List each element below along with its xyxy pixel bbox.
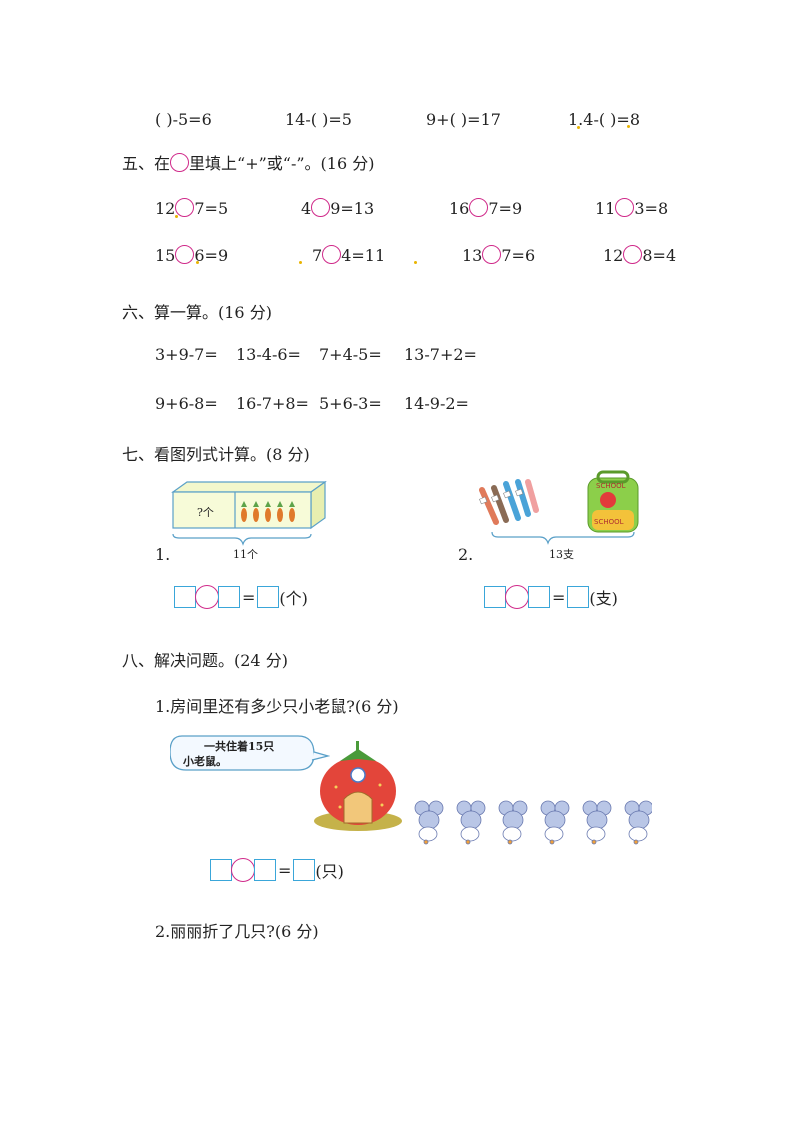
school-text-1: SCHOOL	[596, 482, 626, 490]
calc-item: 16-7+8=	[236, 394, 309, 413]
answer-box[interactable]	[528, 586, 550, 608]
circle-blank[interactable]	[322, 245, 342, 264]
crayons-bag-illustration: SCHOOL SCHOOL	[479, 470, 639, 545]
answer-box[interactable]	[254, 859, 276, 881]
section6-title: 六、算一算。(16 分)	[122, 303, 272, 322]
circle-blank[interactable]	[615, 198, 635, 217]
unit-label: (支)	[589, 589, 618, 608]
bubble-text-1: 一共住着15只	[204, 740, 275, 753]
yellow-dot	[196, 261, 199, 264]
carrot-box-illustration	[171, 480, 327, 546]
calc-item: 5+6-3=	[319, 394, 382, 413]
q2-total-label: 13支	[549, 548, 574, 561]
circle-blank[interactable]	[175, 198, 195, 217]
blank-eq-4: 1.4-( )=8	[568, 110, 641, 129]
operator-circle[interactable]	[195, 585, 219, 609]
strawberry-house-illustration	[314, 741, 402, 831]
yellow-dot	[414, 261, 417, 264]
circle-blank[interactable]	[175, 245, 195, 264]
calc-item: 14-9-2=	[404, 394, 469, 413]
q1-total-label: 11个	[233, 548, 258, 561]
circle-blank[interactable]	[482, 245, 502, 264]
yellow-dot	[577, 126, 580, 129]
calc-item: 3+9-7=	[155, 345, 218, 364]
blank-eq-2: 14-( )=5	[285, 110, 352, 129]
problem1-answer-row: = (只)	[210, 858, 344, 882]
calc-item: 13-4-6=	[236, 345, 301, 364]
answer-box[interactable]	[218, 586, 240, 608]
box-label: ?个	[197, 506, 214, 519]
problem-1: 1.房间里还有多少只小老鼠?(6 分)	[155, 697, 399, 716]
bubble-text-2: 小老鼠。	[183, 755, 227, 768]
operator-circle[interactable]	[231, 858, 255, 882]
q1-number: 1.	[155, 545, 171, 564]
yellow-dot	[627, 125, 630, 128]
q1-answer-row: = (个)	[174, 585, 308, 609]
answer-box[interactable]	[174, 586, 196, 608]
speech-bubble	[170, 735, 330, 771]
circle-icon	[170, 153, 190, 172]
calc-item: 13-7+2=	[404, 345, 477, 364]
unit-label: (只)	[315, 862, 344, 881]
blank-eq-3: 9+( )=17	[426, 110, 501, 129]
circle-blank[interactable]	[469, 198, 489, 217]
q2-answer-row: = (支)	[484, 585, 618, 609]
section7-title: 七、看图列式计算。(8 分)	[122, 445, 310, 464]
problem-2: 2.丽丽折了几只?(6 分)	[155, 922, 319, 941]
circle-blank[interactable]	[311, 198, 331, 217]
q2-number: 2.	[458, 545, 474, 564]
calc-item: 7+4-5=	[319, 345, 382, 364]
mice-illustration	[414, 800, 652, 845]
yellow-dot	[175, 215, 178, 218]
section5-title: 五、在里填上“+”或“-”。(16 分)	[122, 153, 375, 173]
answer-box[interactable]	[293, 859, 316, 881]
school-text-2: SCHOOL	[594, 518, 624, 526]
operator-circle[interactable]	[505, 585, 529, 609]
circle-blank[interactable]	[623, 245, 643, 264]
answer-box[interactable]	[210, 859, 232, 881]
blank-eq-1: ( )-5=6	[155, 110, 212, 129]
yellow-dot	[299, 261, 302, 264]
unit-label: (个)	[279, 589, 308, 608]
answer-box[interactable]	[257, 586, 280, 608]
section8-title: 八、解决问题。(24 分)	[122, 651, 288, 670]
answer-box[interactable]	[567, 586, 590, 608]
answer-box[interactable]	[484, 586, 506, 608]
calc-item: 9+6-8=	[155, 394, 218, 413]
